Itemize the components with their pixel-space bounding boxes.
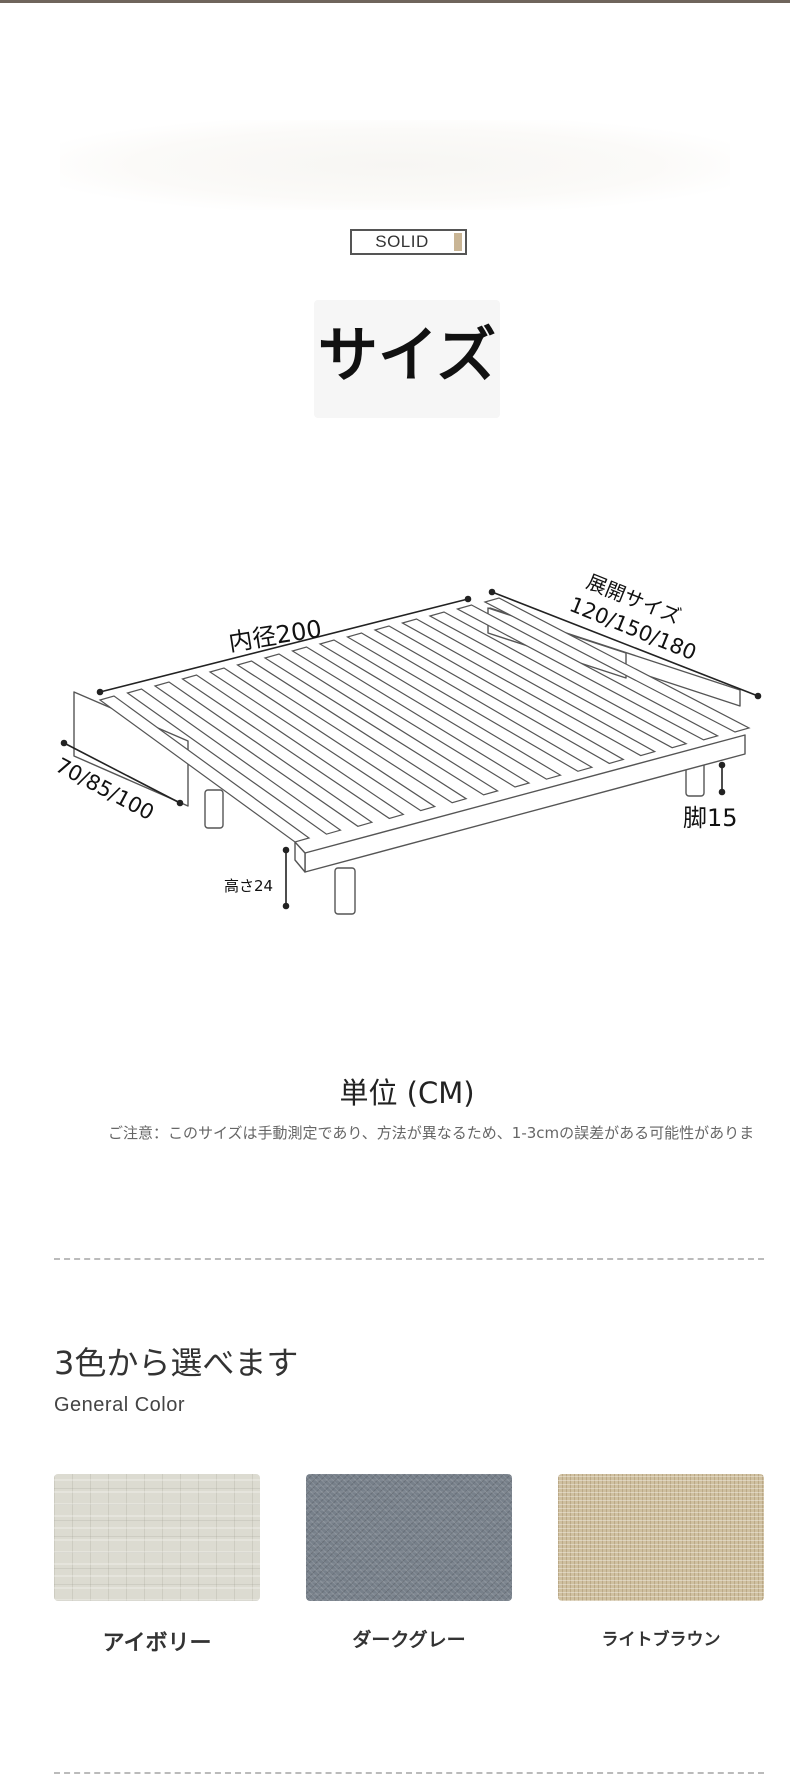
bed-slat [455,604,720,741]
color-swatch-list: アイボリー ダークグレー ライトブラウン [54,1474,764,1674]
solid-badge: SOLID [350,229,467,255]
swatch-darkgray [306,1474,512,1601]
badge-accent-swatch [454,233,462,251]
bed-slat [98,695,311,843]
bed-dimension-diagram: 内径200 展開サイズ 120/150/180 70/85/100 高さ24 脚… [52,569,762,915]
bed-slat [291,646,531,788]
color-name-ivory: アイボリー [102,1631,212,1656]
label-leg: 脚15 [683,804,738,832]
section-divider-bottom [54,1772,764,1774]
unit-label: 単位 (CM) [339,1076,475,1110]
size-title-text: サイズ [317,321,497,391]
bed-slat [236,660,468,804]
bed-slats [98,597,751,843]
color-name-darkgray: ダークグレー [352,1629,466,1651]
size-section-title: サイズ [314,300,500,418]
color-option-ivory[interactable]: アイボリー [54,1474,260,1657]
bed-front-frame [294,841,306,873]
bed-slat [373,625,625,765]
top-border-strip [0,0,790,3]
color-option-lightbrown[interactable]: ライトブラウン [558,1474,764,1650]
dim-line-length [99,598,469,693]
bed-slat [483,597,751,733]
color-name-lightbrown: ライトブラウン [601,1630,721,1650]
solid-badge-label: SOLID [375,232,429,251]
color-section-subtitle: General Color [54,1394,186,1416]
swatch-lightbrown [558,1474,764,1601]
bed-slat [126,688,342,835]
section-divider-top [54,1258,764,1260]
bed-leg-left [204,789,224,829]
dim-line-expand [491,591,759,697]
dim-line-width [63,742,181,804]
bed-leg-front [334,867,356,915]
bed-slat [400,618,657,757]
bed-slat [208,667,437,812]
color-section-title: 3色から選べます [54,1344,299,1382]
bed-slat [345,632,594,772]
bed-slat [153,681,374,827]
swatch-ivory [54,1474,260,1601]
bed-slat [318,639,562,780]
bed-slat [181,674,405,820]
measurement-note: ご注意：このサイズは手動測定であり、方法が異なるため、1-3cmの誤差がある可能… [108,1124,755,1142]
label-height: 高さ24 [224,877,273,895]
bed-slat [263,653,500,796]
color-option-darkgray[interactable]: ダークグレー [306,1474,512,1652]
faded-header-image [60,120,730,210]
bed-slat [428,611,688,749]
